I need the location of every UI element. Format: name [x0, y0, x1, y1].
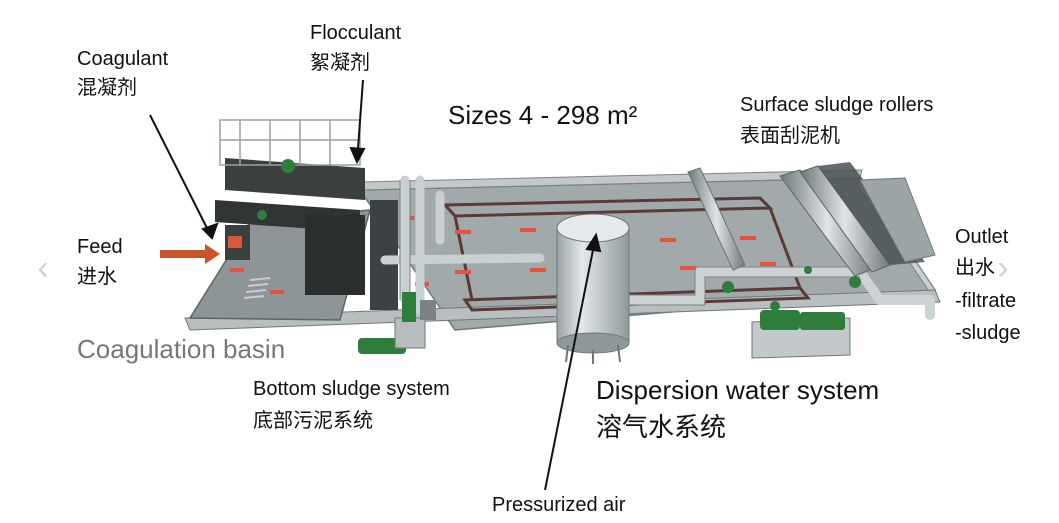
flocculant-label-cn: 絮凝剂	[310, 50, 370, 74]
callout-arrows	[149, 79, 602, 491]
feed-label: Feed	[77, 236, 123, 258]
flocculant-label: Flocculant	[310, 22, 402, 44]
dispersion-water-system-label: Dispersion water system	[596, 375, 880, 405]
outlet-sludge-label: -sludge	[955, 322, 1021, 344]
pipework-left	[380, 175, 545, 315]
outlet-label-cn: 出水	[955, 255, 995, 279]
feed-arrow-shape	[160, 244, 220, 264]
pressurized-air-label: Pressurized air	[492, 494, 626, 516]
bottom-sludge-system-label: Bottom sludge system	[253, 378, 450, 400]
pipework-left-outline	[399, 180, 411, 300]
surface-sludge-rollers-label: Surface sludge rollers	[740, 94, 934, 116]
coagulant-label: Coagulant	[77, 48, 169, 70]
sludge-trough	[859, 177, 936, 263]
feed-label-cn: 进水	[77, 264, 117, 288]
stairs	[243, 277, 271, 299]
green-fittings	[722, 266, 861, 293]
coagulant-label-cn: 混凝剂	[77, 75, 137, 99]
pipework-right	[625, 267, 935, 320]
dispersion-water-skid	[751, 301, 851, 359]
bottom-sludge-pump	[358, 292, 436, 354]
divider-wall	[370, 200, 398, 310]
outlet-filtrate-label: -filtrate	[955, 290, 1017, 312]
scraper-pipe-diagonal	[687, 167, 746, 271]
pressurized-air-tank	[556, 213, 630, 364]
chevron-left-icon[interactable]: ‹	[37, 248, 49, 287]
bottom-sludge-system-label-cn: 底部污泥系统	[253, 408, 373, 432]
dispersion-water-system-label-cn: 溶气水系统	[596, 413, 727, 443]
sizes-label: Sizes 4 - 298 m²	[448, 100, 638, 130]
surface-sludge-rollers-label-cn: 表面刮泥机	[740, 123, 840, 147]
coagulation-basin-label: Coagulation basin	[77, 334, 286, 364]
outlet-label: Outlet	[955, 226, 1009, 248]
coagulation-tank-structure	[215, 119, 365, 295]
chevron-right-icon[interactable]: ›	[997, 248, 1009, 287]
